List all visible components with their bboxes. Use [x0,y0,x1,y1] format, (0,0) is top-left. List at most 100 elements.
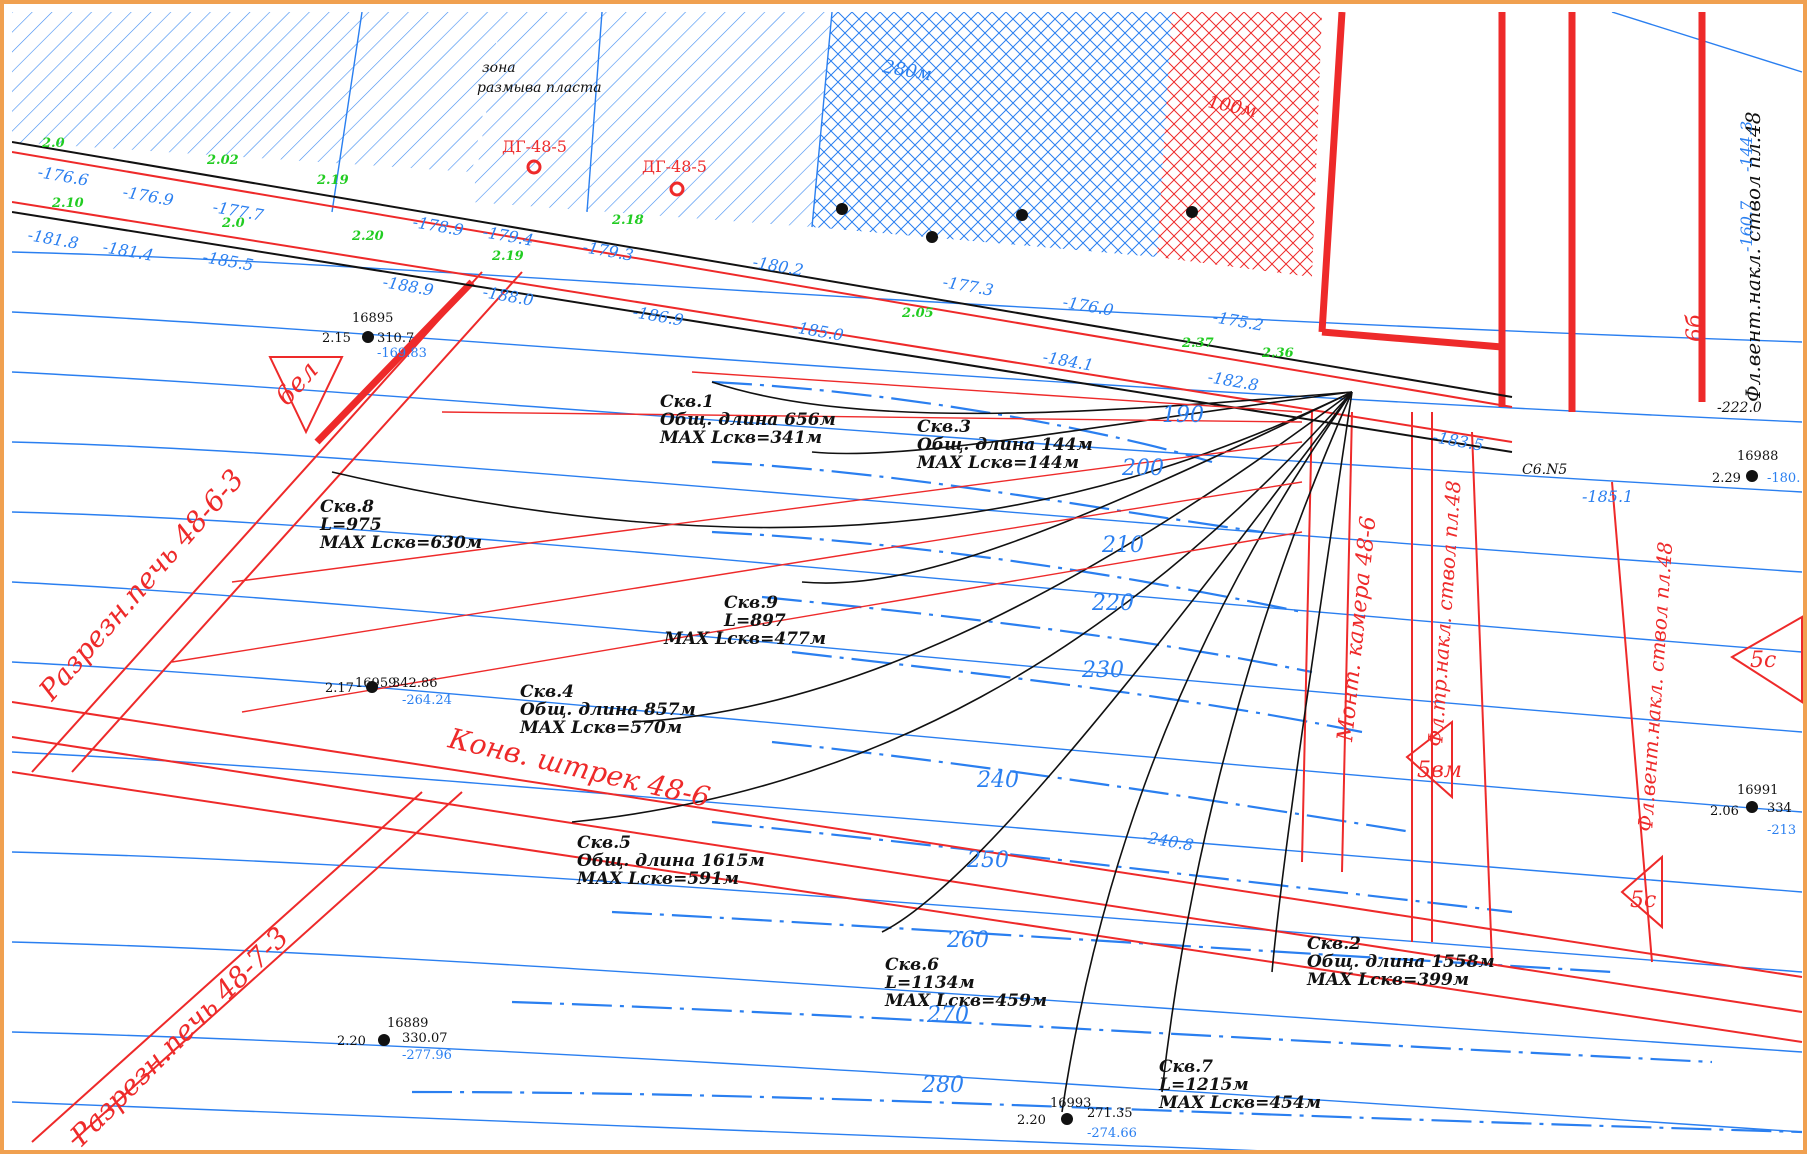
elev-24: -144.3 [1737,121,1756,172]
marker-6el-triangle [268,356,344,435]
elev-20: -185.1 [1582,487,1633,506]
contour-label-250: 250 [966,848,1009,873]
skv9-length: L=897 [723,611,786,631]
survey-point-icon [836,203,848,215]
skv3-max: MAX Lскв=144м [916,453,1079,473]
point-elev-0: 310.7 [377,331,414,346]
zone-label-line2: размыва пласта [477,80,602,96]
point-no-4: 16988 [1737,449,1778,464]
green-3: 2.19 [491,249,524,264]
point-no-5: 16991 [1737,783,1778,798]
skv5-title: Скв.5 [577,833,631,853]
elev-13: -176.0 [1061,292,1115,320]
svg-text:Общ. длина 144м: Общ. длина 144м [917,435,1093,455]
point-h-4: 2.29 [1712,471,1741,486]
point-depth-1: -264.24 [402,693,452,708]
svg-text:Общ. длина 1558м: Общ. длина 1558м [1307,952,1495,972]
contour-label-210: 210 [1101,533,1144,558]
roadway-edges [11,141,1513,453]
svg-text:MAX Lскв=459м: MAX Lскв=459м [884,991,1047,1011]
svg-text:Скв.6: Скв.6 [885,955,939,975]
point-h-3: 2.20 [1017,1113,1046,1128]
green-4: 2.20 [351,229,384,244]
contour-label-240: 240 [976,768,1019,793]
point-no-0: 16895 [352,311,393,326]
point-elev-2: 330.07 [402,1031,448,1046]
vent-stvol-right-label: Фл.вент.накл. ствол пл.48 [1633,541,1677,832]
vent-stvol-label: Фл.вент.накл. ствол пл.48 [1741,111,1765,402]
point-no-2: 16889 [387,1016,428,1031]
svg-text:MAX Lскв=477м: MAX Lскв=477м [663,629,826,649]
skv6-length: L=1134м [884,973,975,993]
elev-18: -182.8 [1206,367,1260,395]
survey-point-icon [1016,209,1028,221]
skv8-max: MAX Lскв=630м [319,533,482,553]
main-drifts [314,11,1706,445]
elev-15: -186.9 [631,302,685,330]
survey-point-icon [366,681,378,693]
elev-7: -181.4 [101,237,155,265]
skv9-max: MAX Lскв=477м [663,629,826,649]
svg-text:MAX Lскв=399м: MAX Lскв=399м [1306,970,1469,990]
elev-6: -181.8 [26,225,80,253]
elev-4: -179.4 [481,222,535,250]
elev-22: -222.0 [1717,400,1762,416]
point-h-1: 2.17 [325,681,354,696]
elev-19: -183.5 [1431,427,1485,455]
elev-9: -188.9 [381,272,435,300]
elev-10: -188.0 [481,282,535,310]
svg-text:Общ. длина 857м: Общ. длина 857м [520,700,696,720]
point-h-2: 2.20 [337,1034,366,1049]
svg-text:Скв.8: Скв.8 [320,497,374,517]
skv6-title: Скв.6 [885,955,939,975]
skv3-length: Общ. длина 144м [917,435,1093,455]
skv8-title: Скв.8 [320,497,374,517]
marker-5s-lower: 5с [1630,888,1656,913]
elev-0: -176.6 [36,162,90,190]
svg-text:L=975: L=975 [319,515,382,535]
survey-point-icon [362,331,374,343]
contour-label-230: 230 [1081,658,1124,683]
borehole-fan-projection [171,371,1303,713]
elev-14: -175.2 [1211,307,1265,335]
skv5-max: MAX Lскв=591м [576,869,739,889]
svg-text:L=1134м: L=1134м [884,973,975,993]
skv6-max: MAX Lскв=459м [884,991,1047,1011]
skv5-length: Общ. длина 1615м [577,851,765,871]
mine-workings [11,151,1803,1143]
skv7-max: MAX Lскв=454м [1158,1093,1321,1113]
razrez-7-3-label: Разрезн.печь 48-7-3 [63,921,295,1150]
svg-text:MAX Lскв=591м: MAX Lскв=591м [576,869,739,889]
marker-5s2-triangle [1620,854,1663,930]
point-no-3: 16993 [1050,1096,1091,1111]
marker-6el: 6ел [270,356,325,412]
svg-text:MAX Lскв=144м: MAX Lскв=144м [916,453,1079,473]
svg-text:Скв.5: Скв.5 [577,833,631,853]
svg-text:Скв.2: Скв.2 [1307,934,1361,954]
green-10: 2.10 [51,196,84,211]
point-no-1: 16959 [355,676,396,691]
marker-5s-triangle [1730,615,1803,704]
skv1-length: Общ. длина 656м [660,410,836,430]
svg-text:MAX Lскв=570м: MAX Lскв=570м [519,718,682,738]
svg-text:Общ. длина 1615м: Общ. длина 1615м [577,851,765,871]
mont-kamera-label: Монт. камера 48-6 [1333,515,1382,744]
svg-text:MAX Lскв=454м: MAX Lскв=454м [1158,1093,1321,1113]
green-7: 2.37 [1181,336,1214,351]
cross-zone-red [1157,12,1322,277]
survey-point-icon [1061,1113,1073,1125]
elev-11: -180.2 [751,252,805,280]
point-depth-5: -213 [1767,823,1796,838]
green-2: 2.19 [316,173,349,188]
svg-text:L=897: L=897 [723,611,786,631]
skv9-title: Скв.9 [724,593,778,613]
marker-5s: 5с [1750,648,1776,673]
skv2-title: Скв.2 [1307,934,1361,954]
skv4-max: MAX Lскв=570м [519,718,682,738]
mine-plan-map[interactable]: Скв.1 Общ. длина 656м MAX Lскв=341м Скв.… [11,11,1803,1154]
point-h-5: 2.06 [1710,804,1739,819]
svg-text:Скв.7: Скв.7 [1159,1057,1213,1077]
point-depth-2: -277.96 [402,1048,452,1063]
drill-hole-label-2: ДГ-48-5 [642,157,707,176]
